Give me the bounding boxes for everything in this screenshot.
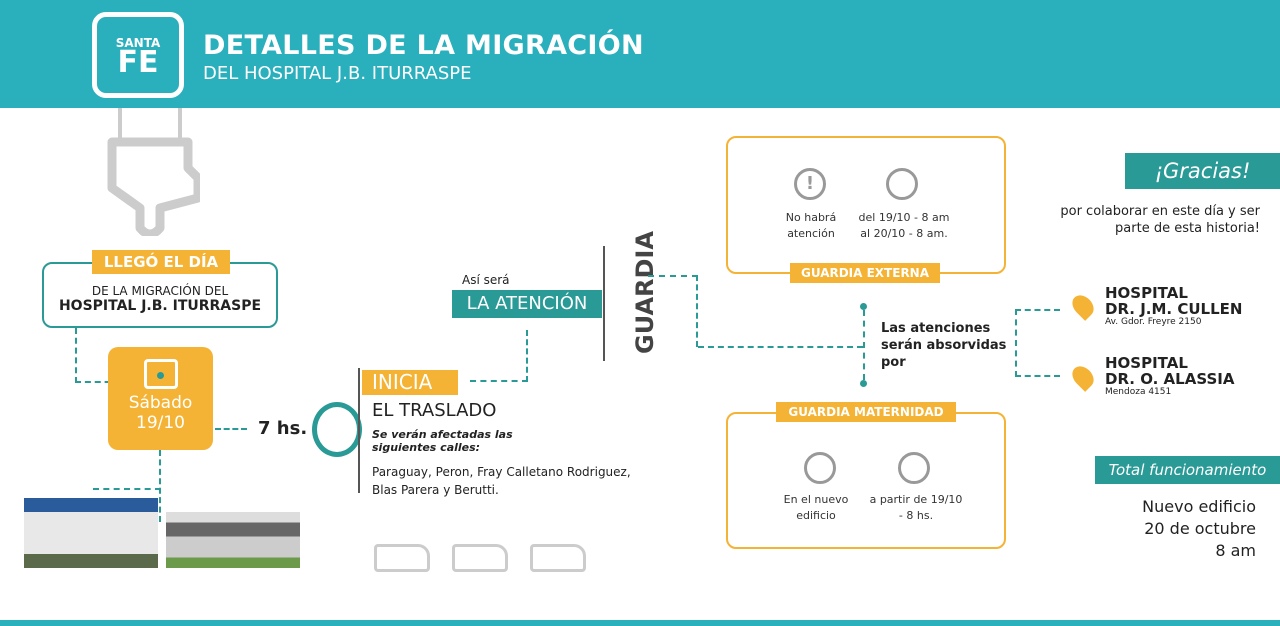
connector-line [648,275,698,347]
hospital-address: Av. Gdor. Freyre 2150 [1105,317,1202,327]
logo-text-bottom: FE [117,45,159,80]
ambulance-icon [530,544,586,572]
date-day: Sábado [128,393,193,413]
hospital-name: DR. O. ALASSIA [1105,370,1235,388]
total-title: Total funcionamiento [1095,456,1280,484]
page-subtitle: DEL HOSPITAL J.B. ITURRASPE [203,63,472,84]
dot [860,380,867,387]
stethoscope-icon [804,452,836,484]
externa-item2: del 19/10 - 8 am al 20/10 - 8 am. [858,211,950,240]
connector-line [470,330,528,382]
dot [860,303,867,310]
llego-tag: LLEGÓ EL DÍA [92,250,230,274]
date-value: 19/10 [136,413,185,433]
traslado-title: EL TRASLADO [372,400,497,421]
old-hospital-photo [24,498,158,568]
divider [603,246,605,361]
connector-line [863,310,865,380]
footer-bar [0,620,1280,626]
date-card: Sábado 19/10 [108,347,213,450]
hospital-name: DR. J.M. CULLEN [1105,300,1243,318]
total-details: Nuevo edificio 20 de octubre 8 am [1060,496,1256,562]
connector-line [93,450,161,522]
new-hospital-photo [166,498,300,568]
affected-label: Se verán afectadas las siguientes calles… [372,428,513,454]
guardia-maternidad-tag: GUARDIA MATERNIDAD [776,402,956,422]
header-bar [0,0,1280,108]
ambulance-icon [374,544,430,572]
hospital-name: HOSPITAL [1105,354,1188,372]
clock-icon [898,452,930,484]
absorbed-text: Las atenciones serán absorvidas por [881,321,1007,370]
alert-icon: ! [794,168,826,200]
location-pin-icon [1068,362,1098,392]
divider [358,368,360,493]
hospital-name: HOSPITAL [1105,284,1188,302]
maternidad-item2: a partir de 19/10 - 8 hs. [869,493,963,522]
inicia-tag: INICIA [362,370,458,395]
ambulance-icon [452,544,508,572]
maternidad-item1: En el nuevo edificio [783,493,849,522]
connector-line [215,428,247,430]
clock-icon [886,168,918,200]
total-line3: 8 am [1215,541,1256,560]
clock-icon [312,402,362,457]
intro-line1: DE LA MIGRACIÓN DEL [91,284,229,298]
atencion-pre: Así será [462,273,510,287]
hospital-address: Mendoza 4151 [1105,387,1172,397]
connector-line [698,346,863,348]
intro-line2: HOSPITAL J.B. ITURRASPE [58,298,262,314]
externa-item1: No habrá atención [785,211,837,240]
santa-fe-logo: SANTA FE [92,12,184,98]
guardia-externa-tag: GUARDIA EXTERNA [790,263,940,283]
streets-list: Paraguay, Peron, Fray Calletano Rodrigue… [372,465,631,497]
gracias-title: ¡Gracias! [1125,153,1280,189]
total-line1: Nuevo edificio [1142,497,1256,516]
pointing-hand-icon [107,108,200,236]
logo-text-top: SANTA [115,36,161,50]
atencion-title: LA ATENCIÓN [452,290,602,318]
start-time: 7 hs. [258,418,308,439]
connector-line [1015,309,1060,377]
connector-line [93,488,161,490]
page-title: DETALLES DE LA MIGRACIÓN [203,30,644,61]
calendar-icon [143,359,178,389]
location-pin-icon [1068,291,1098,321]
total-line2: 20 de octubre [1144,519,1256,538]
hospital-cullen: HOSPITAL DR. J.M. CULLEN Av. Gdor. Freyr… [1105,285,1242,327]
gracias-text: por colaborar en este día y ser parte de… [1060,204,1260,236]
hospital-alassia: HOSPITAL DR. O. ALASSIA Mendoza 4151 [1105,355,1234,397]
guardia-maternidad-box: En el nuevo edificio a partir de 19/10 -… [726,412,1006,549]
guardia-externa-box: ! No habrá atención del 19/10 - 8 am al … [726,136,1006,274]
